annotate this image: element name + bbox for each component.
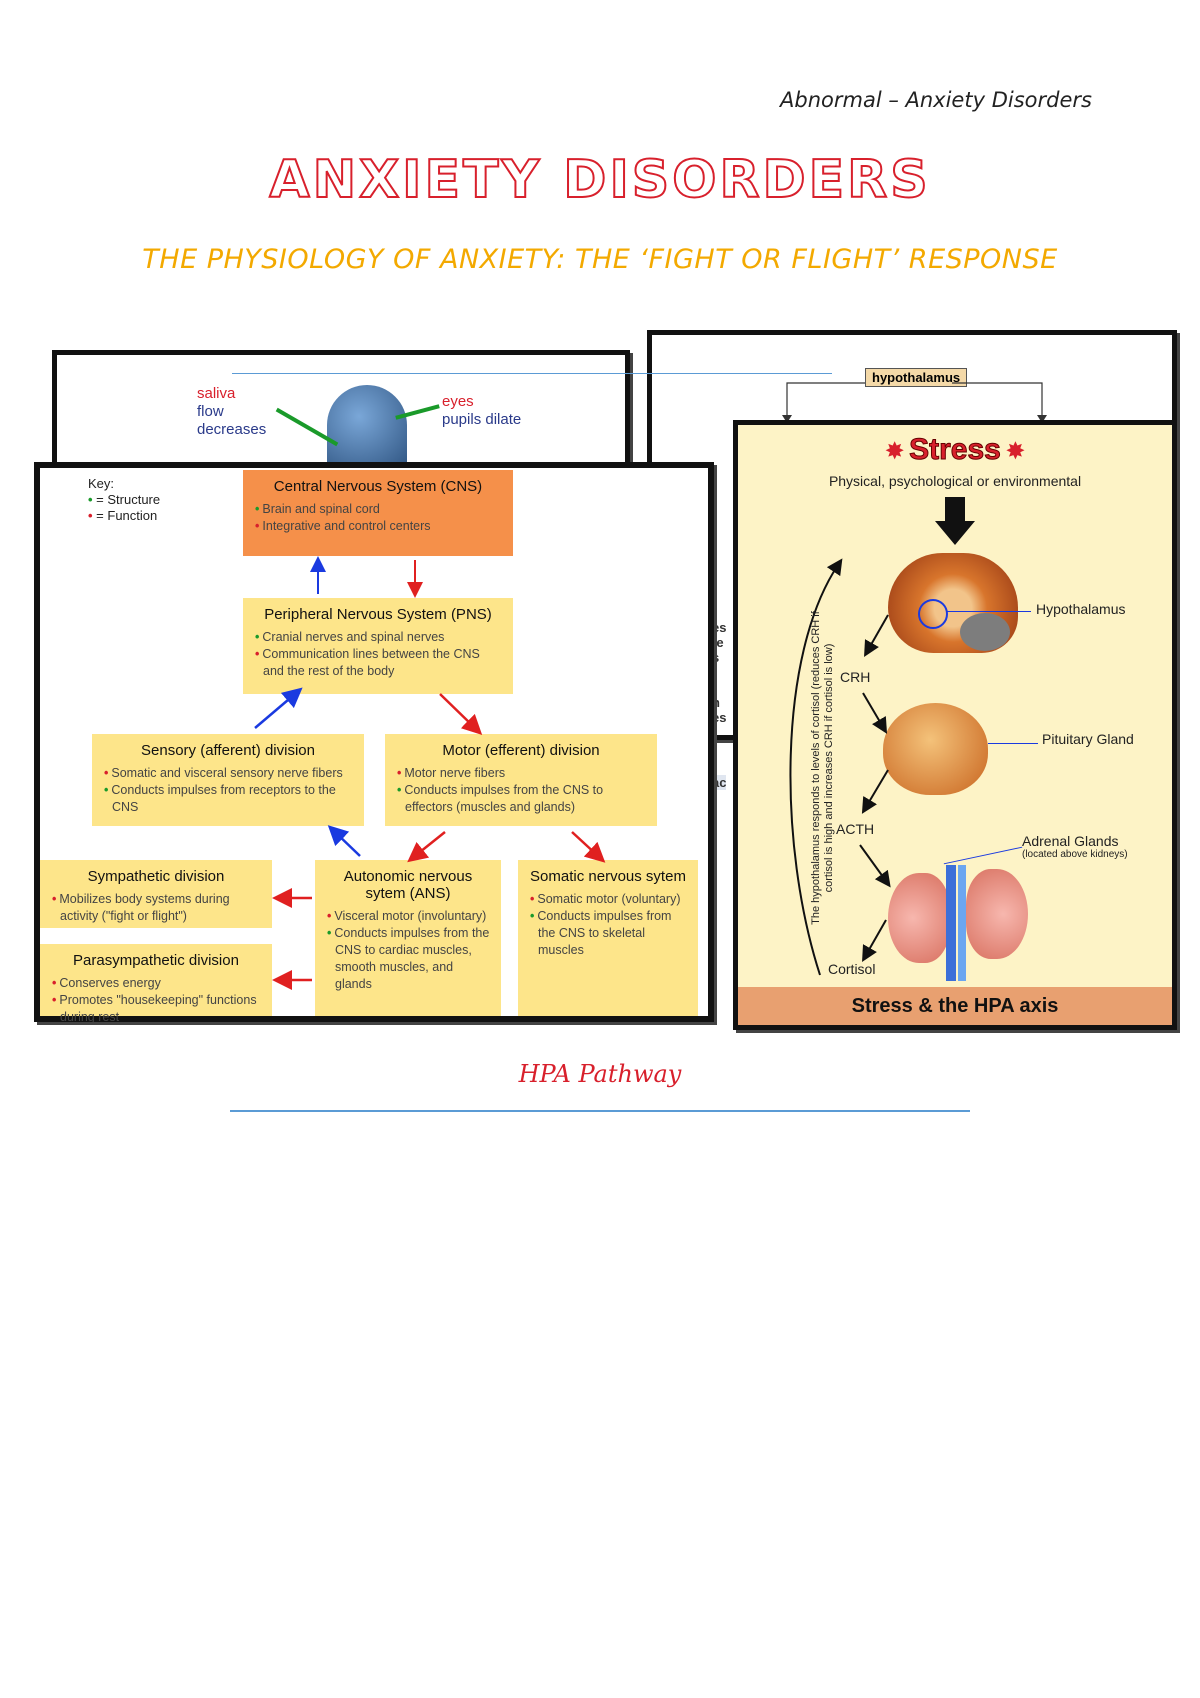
burst-icon: ✸ bbox=[884, 438, 905, 465]
face-left-label: saliva flow decreases bbox=[197, 385, 266, 439]
parasympathetic-box: Parasympathetic division Conserves energ… bbox=[40, 944, 272, 1024]
cerebellum-illustration bbox=[960, 613, 1010, 651]
hpa-footer bbox=[738, 987, 1172, 1025]
sensory-box: Sensory (afferent) division Somatic and … bbox=[92, 734, 364, 826]
cns-item: Brain and spinal cord bbox=[253, 501, 503, 518]
autonomic-item: Conducts impulses from the CNS to cardia… bbox=[325, 925, 491, 993]
kidney-left-illustration bbox=[888, 873, 950, 963]
adrenal-note: (located above kidneys) bbox=[1022, 849, 1128, 860]
sensory-item: Conducts impulses from receptors to the … bbox=[102, 782, 354, 816]
sympathetic-item: Mobilizes body systems during activity (… bbox=[50, 891, 262, 925]
stress-down-arrow bbox=[935, 497, 975, 545]
hpa-flow-arrows bbox=[789, 558, 891, 976]
autonomic-item: Visceral motor (involuntary) bbox=[325, 908, 491, 925]
page-title: Anxiety Disorders bbox=[268, 149, 931, 211]
cns-item: Integrative and control centers bbox=[253, 518, 503, 535]
pns-title: Peripheral Nervous System (PNS) bbox=[264, 606, 492, 623]
acth-label: ACTH bbox=[836, 821, 875, 837]
face-image bbox=[327, 385, 407, 475]
adrenal-label: Adrenal Glands bbox=[1022, 833, 1119, 849]
sympathetic-title: Sympathetic division bbox=[87, 868, 225, 885]
key-function-label: = Function bbox=[96, 508, 158, 523]
running-title: Abnormal – Anxiety Disorders bbox=[780, 88, 1092, 112]
aorta-illustration bbox=[946, 865, 956, 981]
arrow-sensory-to-pns bbox=[254, 687, 303, 729]
key-structure-label: = Structure bbox=[96, 492, 161, 507]
arrow-ans-to-sensory bbox=[327, 825, 361, 857]
hypothalamus-arrows bbox=[782, 382, 1047, 423]
key-title: Key: bbox=[88, 476, 115, 491]
stress-title: ✸ Stress ✸ bbox=[738, 433, 1172, 467]
horizontal-rule bbox=[230, 1110, 970, 1112]
red-dot-icon: • bbox=[88, 508, 97, 523]
somatic-box: Somatic nervous sytem Somatic motor (vol… bbox=[518, 860, 698, 1016]
sensory-item: Somatic and visceral sensory nerve fiber… bbox=[102, 765, 354, 782]
pituitary-illustration bbox=[883, 703, 988, 795]
label-eyes: eyes bbox=[442, 393, 474, 410]
pns-box: Peripheral Nervous System (PNS) Cranial … bbox=[243, 598, 513, 694]
blue-connector-line bbox=[232, 373, 832, 374]
hidden-fragment-3: ac bbox=[712, 775, 727, 790]
autonomic-title: Autonomic nervous sytem (ANS) bbox=[343, 868, 473, 902]
key-function: • = Function bbox=[88, 508, 160, 524]
pituitary-pointer bbox=[988, 743, 1038, 744]
vena-cava-illustration bbox=[958, 865, 966, 981]
parasympathetic-title: Parasympathetic division bbox=[73, 952, 239, 969]
label-pupils: pupils dilate bbox=[442, 411, 522, 428]
hypothalamus-label: Hypothalamus bbox=[1036, 601, 1126, 617]
label-flow: flow bbox=[197, 403, 224, 420]
figure-caption: HPA Pathway bbox=[518, 1060, 682, 1088]
crh-label: CRH bbox=[840, 669, 871, 685]
stress-subtitle: Physical, psychological or environmental bbox=[828, 473, 1082, 489]
face-right-label: eyes pupils dilate bbox=[442, 393, 521, 429]
autonomic-box: Autonomic nervous sytem (ANS) Visceral m… bbox=[315, 860, 501, 1016]
arrow-motor-to-somatic bbox=[571, 831, 606, 863]
somatic-item: Somatic motor (voluntary) bbox=[528, 891, 688, 908]
sympathetic-box: Sympathetic division Mobilizes body syst… bbox=[40, 860, 272, 928]
motor-box: Motor (efferent) division Motor nerve fi… bbox=[385, 734, 657, 826]
motor-title: Motor (efferent) division bbox=[442, 742, 600, 759]
hpa-axis-panel: ✸ Stress ✸ Physical, psychological or en… bbox=[733, 420, 1177, 1030]
burst-icon: ✸ bbox=[1005, 438, 1026, 465]
sensory-title: Sensory (afferent) division bbox=[141, 742, 315, 759]
hypothalamus-pointer bbox=[946, 611, 1031, 612]
label-decreases: decreases bbox=[197, 421, 267, 438]
motor-item: Conducts impulses from the CNS to effect… bbox=[395, 782, 647, 816]
flow-arrows bbox=[254, 556, 606, 990]
parasympathetic-item: Conserves energy bbox=[50, 975, 262, 992]
hypothalamus-marker bbox=[918, 599, 948, 629]
green-dot-icon: • bbox=[88, 492, 97, 507]
somatic-item: Conducts impulses from the CNS to skelet… bbox=[528, 908, 688, 959]
stress-title-text: Stress bbox=[909, 433, 1002, 467]
parasympathetic-item: Promotes "housekeeping" functions during… bbox=[50, 992, 262, 1026]
pituitary-label: Pituitary Gland bbox=[1042, 731, 1134, 747]
arrow-motor-to-ans bbox=[407, 831, 446, 863]
pns-item: Cranial nerves and spinal nerves bbox=[253, 629, 503, 646]
key-legend: Key: • = Structure • = Function bbox=[88, 476, 160, 524]
hypothalamus-box: hypothalamus bbox=[865, 368, 968, 387]
kidney-right-illustration bbox=[966, 869, 1028, 959]
hpa-footer-text: Stress & the HPA axis bbox=[851, 995, 1059, 1017]
key-structure: • = Structure bbox=[88, 492, 160, 508]
label-saliva: saliva bbox=[197, 385, 236, 402]
nervous-system-panel: Key: • = Structure • = Function Central … bbox=[34, 462, 714, 1024]
cns-title: Central Nervous System (CNS) bbox=[273, 478, 483, 495]
feedback-note: The hypothalamus responds to levels of c… bbox=[810, 611, 835, 925]
arrow-pns-to-motor bbox=[439, 693, 483, 735]
motor-item: Motor nerve fibers bbox=[395, 765, 647, 782]
cns-box: Central Nervous System (CNS) Brain and s… bbox=[243, 470, 513, 556]
cortisol-label: Cortisol bbox=[828, 961, 876, 977]
somatic-title: Somatic nervous sytem bbox=[530, 868, 686, 885]
page-subtitle: THE PHYSIOLOGY OF ANXIETY: THE ‘FIGHT OR… bbox=[142, 244, 1058, 275]
pns-item: Communication lines between the CNS and … bbox=[253, 646, 503, 680]
